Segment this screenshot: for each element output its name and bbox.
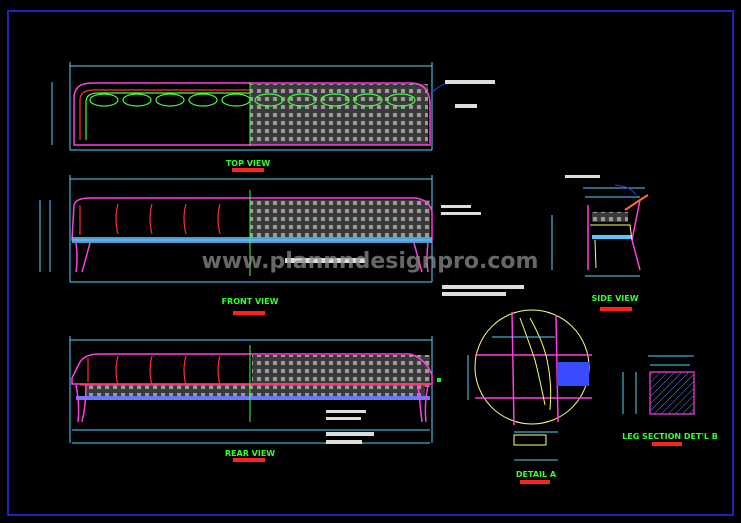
front-view: FRONT VIEW bbox=[39, 175, 524, 315]
seat-cushions bbox=[89, 93, 416, 107]
top-view-title: TOP VIEW bbox=[226, 159, 271, 168]
leg-section-title: LEG SECTION DET'L B bbox=[622, 432, 718, 441]
side-view-title: SIDE VIEW bbox=[591, 294, 638, 303]
top-view: TOP VIEW bbox=[51, 62, 495, 172]
watermark: www.plannndesignpro.com bbox=[202, 249, 539, 274]
front-view-title: FRONT VIEW bbox=[222, 297, 279, 306]
sheet-frame bbox=[7, 10, 734, 516]
detail-a: DETAIL A bbox=[467, 309, 592, 484]
detail-a-title: DETAIL A bbox=[516, 470, 557, 479]
rear-view-title: REAR VIEW bbox=[225, 449, 275, 458]
side-view: SIDE VIEW bbox=[551, 175, 649, 311]
rear-view: REAR VIEW bbox=[69, 336, 441, 462]
leg-section-detail: LEG SECTION DET'L B bbox=[622, 355, 718, 446]
